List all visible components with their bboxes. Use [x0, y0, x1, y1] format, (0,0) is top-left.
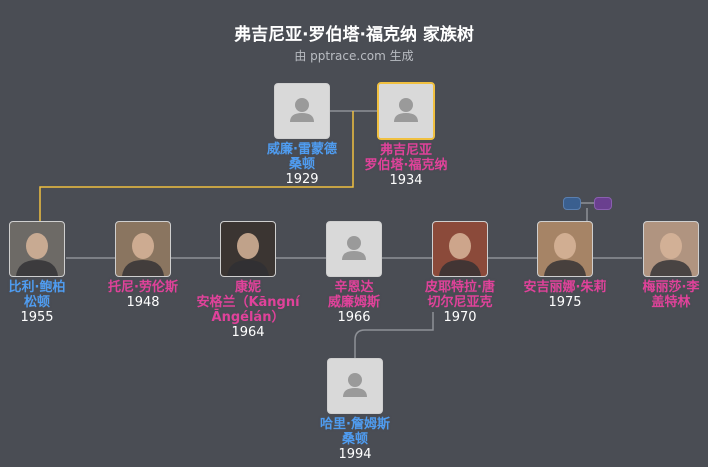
portrait-photo	[537, 221, 593, 277]
avatar-placeholder	[326, 221, 382, 277]
descent-line-to-harry	[354, 312, 434, 358]
person-card-focus[interactable]: 弗吉尼亚 罗伯塔·福克纳 1934	[336, 82, 476, 189]
person-silhouette-icon	[275, 84, 329, 138]
person-card-melissa[interactable]: 梅丽莎·李 盖特林	[601, 221, 708, 310]
person-name: 梅丽莎·李 盖特林	[642, 280, 700, 310]
person-name: 威廉·雷蒙德 桑顿	[267, 142, 337, 172]
portrait-image	[116, 222, 170, 276]
person-card-pietra[interactable]: 皮耶特拉·唐 切尔尼亚克 1970	[390, 221, 530, 326]
portrait-image	[644, 222, 698, 276]
portrait-image	[10, 222, 64, 276]
person-name: 安吉丽娜·朱莉	[523, 280, 607, 295]
person-silhouette-icon	[328, 359, 382, 413]
portrait-image	[538, 222, 592, 276]
birth-year: 1964	[231, 325, 265, 340]
birth-year: 1934	[389, 173, 423, 188]
person-name: 皮耶特拉·唐 切尔尼亚克	[425, 280, 495, 310]
portrait-photo	[643, 221, 699, 277]
person-card-toni[interactable]: 托尼·劳伦斯 1948	[73, 221, 213, 311]
relation-marker-purple[interactable]	[594, 197, 612, 210]
person-silhouette-icon	[379, 84, 433, 138]
portrait-photo	[432, 221, 488, 277]
person-card-billy[interactable]: 比利·鲍柏 松顿 1955	[0, 221, 107, 326]
person-name: 比利·鲍柏 松顿	[8, 280, 66, 310]
birth-year: 1966	[337, 310, 371, 325]
person-card-cindy[interactable]: 辛恩达 威廉姆斯 1966	[284, 221, 424, 326]
page-subtitle: 由 pptrace.com 生成	[294, 49, 414, 63]
person-card-angelina[interactable]: 安吉丽娜·朱莉 1975	[495, 221, 635, 311]
portrait-photo	[220, 221, 276, 277]
birth-year: 1929	[285, 172, 319, 187]
birth-year: 1975	[548, 295, 582, 310]
birth-year: 1955	[20, 310, 54, 325]
person-name: 弗吉尼亚 罗伯塔·福克纳	[364, 143, 448, 173]
person-card-father[interactable]: 威廉·雷蒙德 桑顿 1929	[232, 83, 372, 188]
person-name: 托尼·劳伦斯	[108, 280, 178, 295]
birth-year: 1948	[126, 295, 160, 310]
person-name: 辛恩达 威廉姆斯	[327, 280, 380, 310]
birth-year: 1994	[338, 447, 372, 462]
relation-marker-blue[interactable]	[563, 197, 581, 210]
person-name: 康妮 安格兰（Kāngní Āngélán）	[196, 280, 300, 325]
portrait-photo	[9, 221, 65, 277]
person-name: 哈里·詹姆斯 桑顿	[320, 417, 390, 447]
avatar-placeholder	[327, 358, 383, 414]
birth-year: 1970	[443, 310, 477, 325]
person-card-cynthia[interactable]: 康妮 安格兰（Kāngní Āngélán） 1964	[178, 221, 318, 341]
avatar-placeholder	[274, 83, 330, 139]
portrait-image	[221, 222, 275, 276]
page-title: 弗吉尼亚·罗伯塔·福克纳 家族树	[234, 25, 474, 45]
avatar-placeholder	[377, 82, 435, 140]
portrait-image	[433, 222, 487, 276]
person-card-harry[interactable]: 哈里·詹姆斯 桑顿 1994	[285, 358, 425, 463]
descent-line-focus-to-billy	[39, 111, 354, 222]
portrait-photo	[115, 221, 171, 277]
person-silhouette-icon	[327, 222, 381, 276]
